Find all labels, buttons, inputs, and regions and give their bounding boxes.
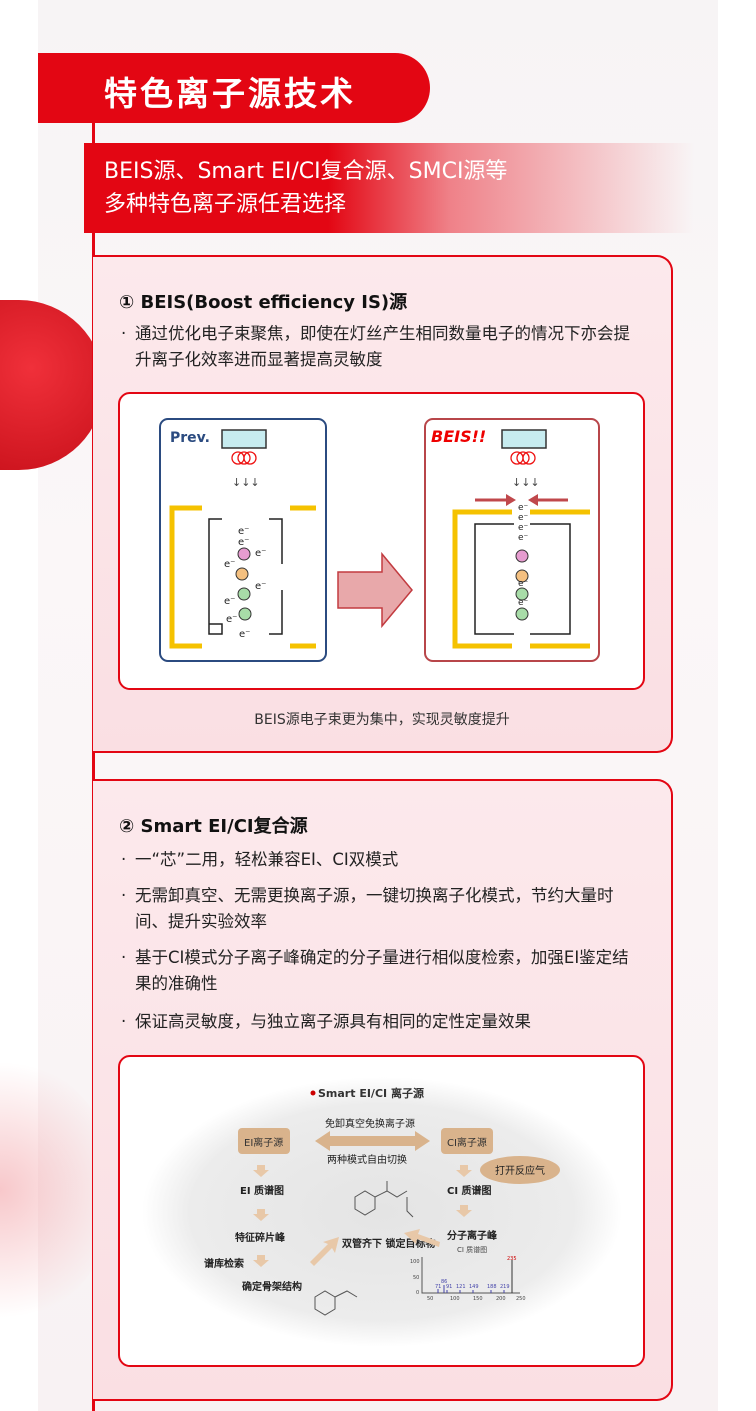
subtitle-line: BEIS源、Smart EI/CI复合源、SMCI源等	[104, 159, 508, 184]
beis-diagram: Prev. ↓↓↓ e⁻e⁻e⁻e⁻e⁻e⁻e⁻e⁻ BEIS!! ↓↓↓	[118, 392, 645, 690]
smart-ei-ci-card: ② Smart EI/CI复合源 一“芯”二用，轻松兼容EI、CI双模式 无需卸…	[93, 779, 673, 1401]
svg-text:200: 200	[496, 1296, 506, 1302]
arrow-right-icon	[337, 551, 413, 629]
bullet-item: 基于CI模式分子离子峰确定的分子量进行相似度检索，加强EI鉴定结果的准确性	[121, 945, 641, 997]
svg-text:e⁻: e⁻	[255, 581, 266, 592]
svg-text:e⁻: e⁻	[239, 629, 250, 640]
svg-text:100: 100	[450, 1296, 460, 1302]
subtitle-line: 多种特色离子源任君选择	[104, 192, 347, 217]
arrow-bottom-label: 两种模式自由切换	[327, 1153, 407, 1166]
arrow-top-label: 免卸真空免换离子源	[325, 1117, 415, 1130]
spectrum-title: CI 质谱图	[457, 1245, 487, 1254]
svg-text:e⁻: e⁻	[238, 526, 249, 537]
double-arrow-icon	[315, 1131, 430, 1151]
svg-text:e⁻: e⁻	[224, 596, 235, 607]
svg-text:100: 100	[410, 1259, 420, 1265]
timeline-line	[92, 122, 95, 1411]
svg-text:e⁻: e⁻	[518, 503, 529, 513]
svg-text:71: 71	[435, 1284, 441, 1290]
svg-text:121: 121	[456, 1284, 466, 1290]
diagram-title: Smart EI/CI 离子源	[318, 1086, 424, 1100]
molecule-icon	[314, 1181, 414, 1316]
cloud-label: 打开反应气	[495, 1164, 545, 1177]
svg-text:86: 86	[441, 1279, 447, 1285]
svg-text:50: 50	[413, 1275, 419, 1281]
svg-text:235: 235	[507, 1256, 517, 1262]
svg-text:e⁻: e⁻	[518, 579, 529, 589]
prev-label: Prev.	[170, 430, 210, 446]
beis-card: ① BEIS(Boost efficiency IS)源 通过优化电子束聚焦，即…	[93, 255, 673, 753]
svg-text:188: 188	[487, 1284, 497, 1290]
section-title: 特色离子源技术	[38, 53, 430, 123]
svg-text:↓↓↓: ↓↓↓	[232, 476, 260, 489]
svg-text:e⁻: e⁻	[518, 523, 529, 533]
svg-text:150: 150	[473, 1296, 483, 1302]
beis-heading: ① BEIS(Boost efficiency IS)源	[119, 292, 408, 313]
smart-heading: ② Smart EI/CI复合源	[119, 816, 308, 837]
subtitle-band: BEIS源、Smart EI/CI复合源、SMCI源等 多种特色离子源任君选择	[84, 143, 694, 233]
beis-label: BEIS!!	[431, 427, 486, 446]
svg-text:50: 50	[427, 1296, 433, 1302]
bullet-item: 一“芯”二用，轻松兼容EI、CI双模式	[121, 847, 641, 873]
svg-text:0: 0	[416, 1290, 419, 1296]
svg-text:219: 219	[500, 1284, 510, 1290]
bullet-item: 无需卸真空、无需更换离子源，一键切换离子化模式，节约大量时间、提升实验效率	[121, 883, 641, 935]
svg-text:e⁻: e⁻	[518, 513, 529, 523]
prev-panel: Prev. ↓↓↓ e⁻e⁻e⁻e⁻e⁻e⁻e⁻e⁻	[159, 418, 327, 662]
bullet-item: 通过优化电子束聚焦，即使在灯丝产生相同数量电子的情况下亦会提升离子化效率进而显著…	[121, 321, 641, 373]
ci-step: 分子离子峰	[447, 1229, 498, 1242]
ei-step: 确定骨架结构	[242, 1280, 302, 1293]
svg-text:e⁻: e⁻	[518, 598, 529, 608]
svg-text:250: 250	[516, 1296, 526, 1302]
svg-text:e⁻: e⁻	[238, 537, 249, 548]
ei-box: EI离子源	[244, 1136, 283, 1149]
beis-caption: BEIS源电子束更为集中，实现灵敏度提升	[254, 712, 510, 728]
svg-text:149: 149	[469, 1284, 479, 1290]
smart-ei-ci-diagram: Smart EI/CI 离子源 EI离子源 CI离子源 免卸真空免换离子源 两种…	[118, 1055, 645, 1367]
ei-step: EI 质谱图	[240, 1184, 284, 1197]
library-label: 谱库检索	[204, 1257, 244, 1270]
svg-text:e⁻: e⁻	[226, 614, 237, 625]
svg-text:↓↓↓: ↓↓↓	[512, 476, 540, 489]
ci-box: CI离子源	[447, 1136, 487, 1149]
svg-text:e⁻: e⁻	[518, 533, 529, 543]
svg-text:e⁻: e⁻	[255, 548, 266, 559]
ei-step: 特征碎片峰	[235, 1231, 286, 1244]
bullet-item: 保证高灵敏度，与独立离子源具有相同的定性定量效果	[121, 1009, 641, 1035]
cloud-icon	[480, 1156, 560, 1184]
svg-text:91: 91	[446, 1284, 452, 1290]
ci-step: CI 质谱图	[447, 1184, 492, 1197]
beis-panel: BEIS!! ↓↓↓ e⁻e⁻e⁻e⁻e⁻e⁻	[424, 418, 600, 662]
svg-text:e⁻: e⁻	[224, 559, 235, 570]
